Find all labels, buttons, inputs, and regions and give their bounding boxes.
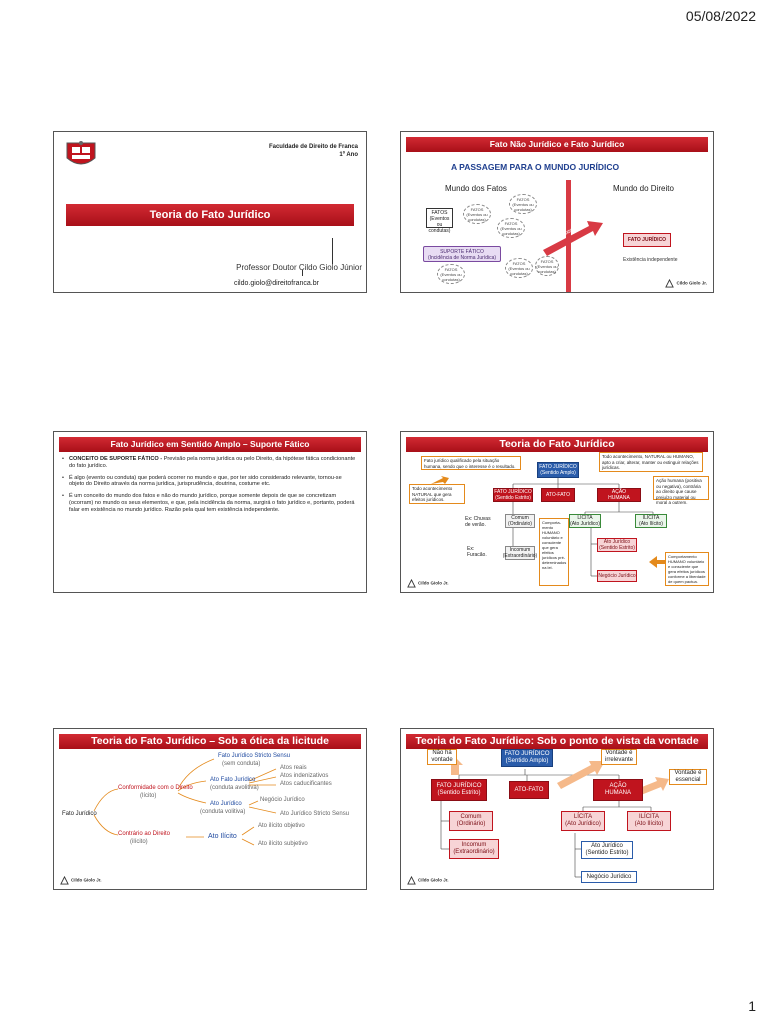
slide-fato-nao-juridico: Fato Não Jurídico e Fato Jurídico A PASS… <box>400 131 714 293</box>
conduta-volitiva-label: (conduta volitiva) <box>200 809 246 815</box>
note-todo-acontecimento: Todo acontecimento, NATURAL ou HUMANO, a… <box>599 452 703 472</box>
slide-header-bar: Teoria do Fato Jurídico – Sob a ótica da… <box>59 734 361 749</box>
vontade-irrelevante-note: Vontade é irrelevante <box>601 749 637 765</box>
bullet-item: É algo (evento ou conduta) que poderá oc… <box>62 475 358 489</box>
course-year: 1º Ano <box>339 152 358 158</box>
slide-header-bar: Teoria do Fato Jurídico <box>406 437 708 452</box>
slide-teoria-diagrama: Teoria do Fato Jurídico Fato jurídico qu… <box>400 431 714 593</box>
ato-ilicito-label: Ato Ilícito <box>208 833 237 840</box>
boundary-bar <box>566 180 571 292</box>
ato-fato-label: Ato Fato Jurídico <box>210 777 256 783</box>
fatos-oval: FATOS (Eventos ou condutas) <box>535 256 559 276</box>
example-chuvas: Ex: Chuvas de verão. <box>465 516 491 528</box>
ilicita-box: ILÍCITA (Ato Ilícito) <box>627 811 671 831</box>
page-date: 05/08/2022 <box>685 8 756 24</box>
acao-humana-box: AÇÃO HUMANA <box>593 779 643 801</box>
juridicizacao-arrow <box>543 221 603 256</box>
slide-suporte-fatico: Fato Jurídico em Sentido Amplo – Suporte… <box>53 431 367 593</box>
slide-header-bar: Teoria do Fato Jurídico: Sob o ponto de … <box>406 734 708 749</box>
incomum-box: Incomum (Extraordinário) <box>449 839 499 859</box>
author-signature: Cildo Giolo Jr. <box>407 579 449 588</box>
fato-juridico-label: Fato Jurídico <box>62 811 97 817</box>
negocio-juridico-label: Negócio Jurídico <box>260 797 305 803</box>
ato-fato-box: ATO-FATO <box>541 488 575 502</box>
slide-vontade: Teoria do Fato Jurídico: Sob o ponto de … <box>400 728 714 890</box>
page-number: 1 <box>748 998 756 1014</box>
example-furacao: Ex: Furacão. <box>467 546 487 558</box>
licita-box: LÍCITA (Ato Jurídico) <box>561 811 605 831</box>
slide-heading: A PASSAGEM PARA O MUNDO JURÍDICO <box>451 162 620 172</box>
note-fato-juridico: Fato jurídico qualificado pela situação … <box>421 456 521 470</box>
professor-name: Professor Doutor Cildo Giolo Júnior <box>236 263 362 272</box>
slide-header-bar: Fato Jurídico em Sentido Amplo – Suporte… <box>59 437 361 452</box>
divider-line <box>332 238 333 264</box>
bullet-item: É um conceito do mundo dos fatos e não d… <box>62 493 358 513</box>
fato-juridico-estrito: FATO JURÍDICO (Sentido Estrito) <box>493 488 533 502</box>
atos-indenizativos-label: Atos indenizativos <box>280 773 329 779</box>
licitude-arrows <box>93 758 277 846</box>
ato-juridico-label: Ato Jurídico <box>210 801 242 807</box>
ato-juridico-box: Ato Jurídico (Sentido Estrito) <box>581 841 633 859</box>
ato-stricto-label: Ato Jurídico Stricto Sensu <box>280 811 350 817</box>
atos-caducificantes-label: Atos caducificantes <box>280 781 332 787</box>
slide-title-banner: Teoria do Fato Jurídico <box>66 204 354 226</box>
note-comportamento: Comporta-mento HUMANO voluntário e consc… <box>539 518 569 586</box>
institution-name: Faculdade de Direito de Franca <box>268 144 358 150</box>
fatos-oval: FATOS (Eventos ou condutas) <box>463 204 491 224</box>
world-law-label: Mundo do Direito <box>613 184 674 193</box>
conduta-avolitiva-label: (conduta avolitiva) <box>210 785 259 791</box>
divider-tick <box>302 270 303 276</box>
sem-conduta-label: (sem conduta) <box>222 761 261 767</box>
acao-humana-box: AÇÃO HUMANA <box>597 488 641 502</box>
suporte-fatico-box: SUPORTE FÁTICO (Incidência de Norma Jurí… <box>423 246 501 262</box>
author-signature: Cildo Giolo Jr. <box>60 876 102 885</box>
fato-juridico-box: FATO JURÍDICO <box>623 233 671 247</box>
faculty-crest-logo <box>64 140 98 170</box>
contrario-label: Contrário ao Direito <box>118 831 171 837</box>
incomum-box: Incomum (Extraordinário) <box>502 546 538 560</box>
negocio-juridico-box: Negócio Jurídico <box>597 570 637 582</box>
slide-title: Faculdade de Direito de Franca 1º Ano Te… <box>53 131 367 293</box>
slide-header-bar: Fato Não Jurídico e Fato Jurídico <box>406 137 708 152</box>
fatos-oval: FATOS (Eventos ou condutas) <box>505 258 533 278</box>
licita-box: LÍCITA (Ato Jurídico) <box>569 514 601 528</box>
existencia-label: Existência independente <box>623 257 678 263</box>
ilicita-box: ILÍCITA (Ato Ilícito) <box>635 514 667 528</box>
fatos-oval: FATOS (Eventos ou condutas) <box>497 218 525 238</box>
ato-juridico-box: Ato Jurídico (Sentido Estrito) <box>597 538 637 552</box>
professor-email[interactable]: cildo.giolo@direitofranca.br <box>234 280 319 287</box>
ilicito-objetivo-label: Ato ilícito objetivo <box>258 823 305 829</box>
note-negocio: Comportamento HUMANO voluntário e consci… <box>665 552 709 586</box>
fato-juridico-root: FATO JURÍDICO (Sentido Amplo) <box>501 749 553 767</box>
vontade-essencial-note: Vontade é essencial <box>669 769 707 785</box>
fatos-oval: FATOS (Eventos ou condutas) <box>437 264 465 284</box>
atos-reais-label: Atos reais <box>280 765 307 771</box>
author-signature: Cildo Giolo Jr. <box>407 876 449 885</box>
comum-box: Comum (Ordinário) <box>449 811 493 831</box>
ilicito-label: (ilícito) <box>130 839 148 845</box>
note-natural: Todo acontecimento NATURAL que gera efei… <box>409 484 465 504</box>
fato-juridico-estrito: FATO JURÍDICO (Sentido Estrito) <box>431 779 487 801</box>
note-acao-ilicita: Ação humana (positiva ou negativa), cont… <box>653 476 709 505</box>
fato-juridico-root: FATO JURÍDICO (Sentido Amplo) <box>537 462 579 478</box>
bullet-item: CONCEITO DE SUPORTE FÁTICO - Previsão pe… <box>62 456 358 470</box>
conformidade-label: Conformidade com o Direito <box>118 785 193 791</box>
author-signature: Cildo Giolo Jr. <box>665 279 707 288</box>
ilicito-subjetivo-label: Ato ilícito subjetivo <box>258 841 308 847</box>
bullet-list: CONCEITO DE SUPORTE FÁTICO - Previsão pe… <box>62 456 358 519</box>
ato-fato-box: ATO-FATO <box>509 781 549 799</box>
fj-stricto-label: Fato Jurídico Stricto Sensu <box>218 753 291 759</box>
world-facts-label: Mundo dos Fatos <box>445 184 507 193</box>
negocio-juridico-box: Negócio Jurídico <box>581 871 637 883</box>
licito-label: (lícito) <box>140 793 157 799</box>
fatos-oval: FATOS (Eventos ou condutas) <box>509 194 537 214</box>
nao-ha-vontade-note: Não há vontade <box>427 749 457 765</box>
fatos-box: FATOS (Eventos ou condutas) <box>426 208 453 234</box>
slide-licitude: Teoria do Fato Jurídico – Sob a ótica da… <box>53 728 367 890</box>
comum-box: Comum (Ordinário) <box>505 514 535 528</box>
